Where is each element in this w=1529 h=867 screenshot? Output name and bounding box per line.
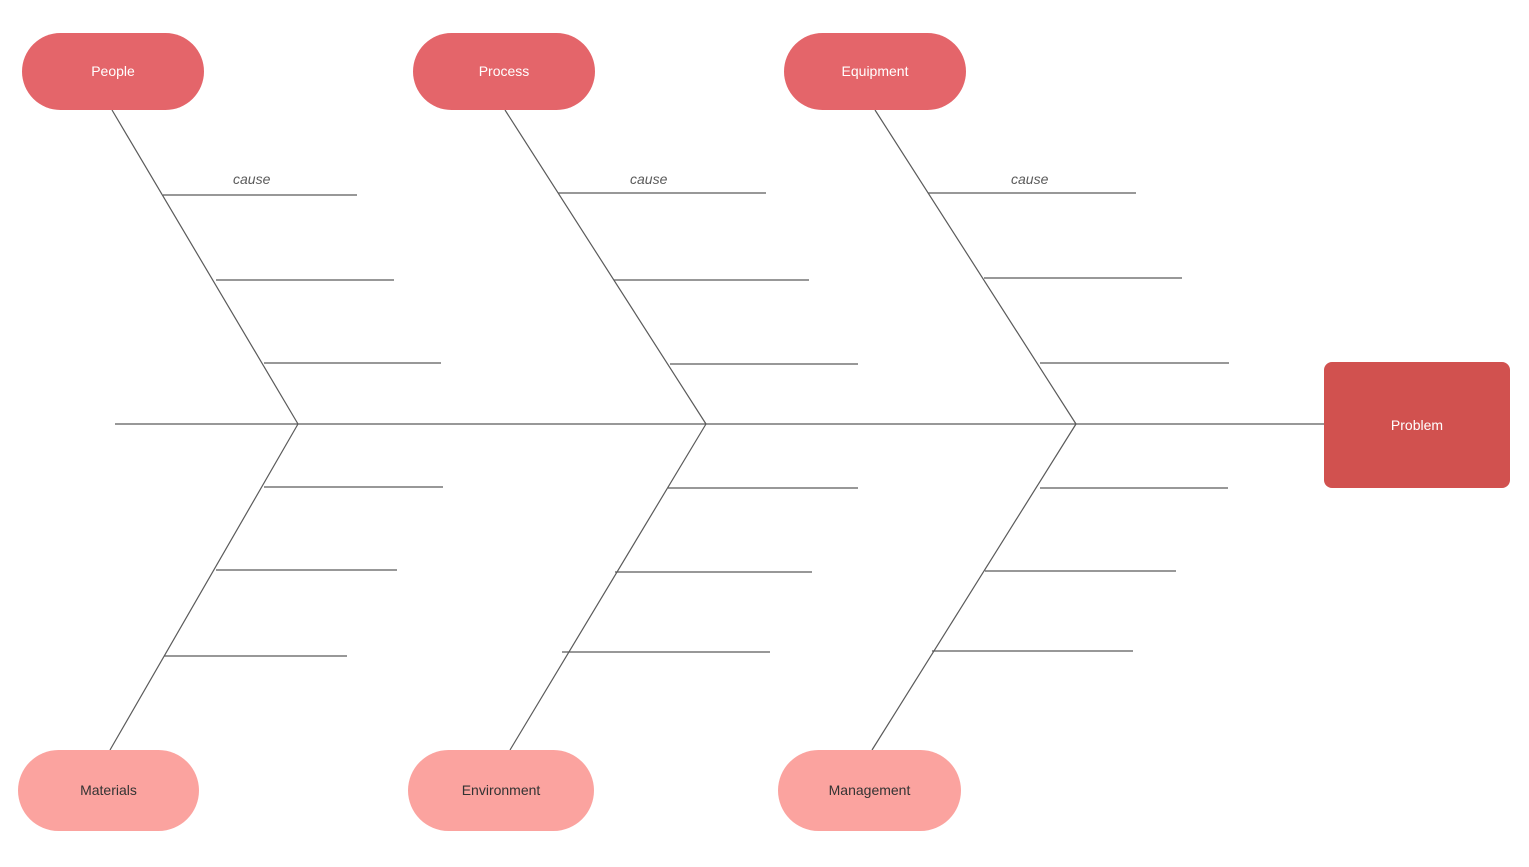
- ribs-group: [109, 109, 1077, 751]
- category-box-management[interactable]: Management: [778, 750, 961, 831]
- cause-text-label-people[interactable]: cause: [233, 171, 271, 187]
- category-rib-people[interactable]: [111, 109, 299, 425]
- category-box-environment[interactable]: Environment: [408, 750, 594, 831]
- category-box-equipment[interactable]: Equipment: [784, 33, 966, 110]
- category-box-people[interactable]: People: [22, 33, 204, 110]
- category-rib-management[interactable]: [871, 423, 1077, 751]
- category-box-materials[interactable]: Materials: [18, 750, 199, 831]
- category-rib-equipment[interactable]: [874, 109, 1077, 425]
- category-rib-environment[interactable]: [509, 423, 707, 751]
- effect-box-problem[interactable]: Problem: [1324, 362, 1510, 488]
- category-rib-materials[interactable]: [109, 423, 299, 751]
- category-box-process[interactable]: Process: [413, 33, 595, 110]
- category-rib-process[interactable]: [504, 109, 707, 425]
- cause-text-label-equipment[interactable]: cause: [1011, 171, 1049, 187]
- cause-text-label-process[interactable]: cause: [630, 171, 668, 187]
- bones-group: [163, 192, 1229, 657]
